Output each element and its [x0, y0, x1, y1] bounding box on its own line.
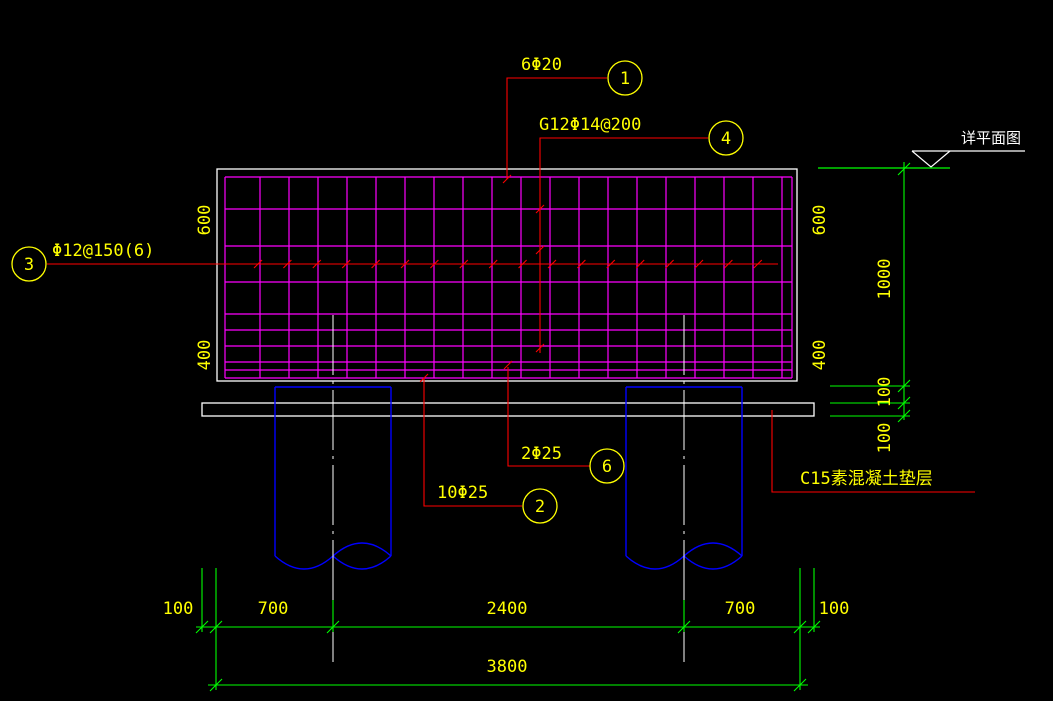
rebar-tick-marks [253, 174, 763, 383]
rebar-tick [535, 204, 545, 214]
leader-cushion [771, 410, 975, 493]
callout-4-circle [708, 120, 744, 156]
rebar-tick [371, 259, 380, 269]
leader-6 [507, 367, 590, 467]
leader-4 [539, 137, 708, 353]
rebar-tick [502, 174, 512, 184]
dim-bottom-2400: 2400 [487, 599, 528, 619]
rebar-tick [606, 259, 616, 269]
rebar-tick [341, 259, 351, 269]
right-dimension-lines [830, 162, 911, 423]
elevation-label: 详平面图 [961, 129, 1021, 147]
dim-bottom-total: 3800 [487, 657, 528, 677]
elevation-symbol [818, 150, 1025, 169]
rebar-tick [459, 259, 469, 269]
callout-2-number: 2 [535, 497, 545, 517]
rebar-tick [488, 259, 498, 269]
rebar-tick [753, 259, 763, 269]
callout-2-label: 10Φ25 [437, 483, 488, 503]
cushion-label: C15素混凝土垫层 [800, 469, 933, 489]
rebar-tick [535, 343, 545, 353]
leader-1 [506, 77, 607, 179]
rebar-tick [635, 259, 645, 269]
rebar-tick [283, 259, 292, 269]
dim-height-total: 1000 [875, 259, 895, 300]
rebar-tick [535, 245, 545, 255]
rebar-tick [503, 360, 513, 370]
callout-6-circle [589, 448, 625, 484]
callout-6-label: 2Φ25 [521, 444, 562, 464]
dim-right-100-a: 100 [875, 377, 895, 408]
dim-bottom-100-right: 100 [819, 599, 850, 619]
dim-bottom-700-left: 700 [258, 599, 289, 619]
callout-2-circle [522, 488, 558, 524]
pile-left [274, 386, 392, 570]
callout-1-label: 6Φ20 [521, 55, 562, 75]
pile-cap-outline [216, 168, 798, 382]
dim-bottom-100-left: 100 [163, 599, 194, 619]
rebar-tick [253, 259, 263, 269]
rebar-tick [547, 259, 557, 269]
rebar-tick [400, 259, 410, 269]
callout-4-number: 4 [721, 129, 731, 149]
dim-right-top: 600 [810, 205, 830, 236]
pile-centerlines [332, 315, 685, 662]
callout-4-label: G12Φ14@200 [539, 115, 641, 135]
rebar-tick [694, 259, 704, 269]
dim-bottom-700-right: 700 [725, 599, 756, 619]
rebar-grid [224, 176, 793, 379]
rebar-tick [419, 373, 429, 383]
rebar-tick [430, 259, 439, 269]
callout-1-number: 1 [620, 69, 630, 89]
callout-circles [11, 60, 744, 524]
callout-3-number: 3 [24, 255, 34, 275]
leader-2 [423, 378, 522, 507]
dim-right-100-b: 100 [875, 423, 895, 454]
pile-right [625, 386, 743, 570]
bottom-dimension-lines [195, 568, 821, 692]
dim-left-bottom: 400 [195, 340, 215, 371]
rebar-tick [665, 259, 674, 269]
callout-6-number: 6 [602, 457, 612, 477]
callout-3-circle [11, 246, 47, 282]
callout-1-circle [607, 60, 643, 96]
callout-3-label: Φ12@150(6) [52, 241, 154, 261]
leader-lines [47, 77, 975, 507]
rebar-tick [724, 259, 733, 269]
rebar-tick [518, 259, 527, 269]
rebar-tick [577, 259, 586, 269]
dim-left-top: 600 [195, 205, 215, 236]
rebar-tick [312, 259, 322, 269]
dim-right-bottom: 400 [810, 340, 830, 371]
